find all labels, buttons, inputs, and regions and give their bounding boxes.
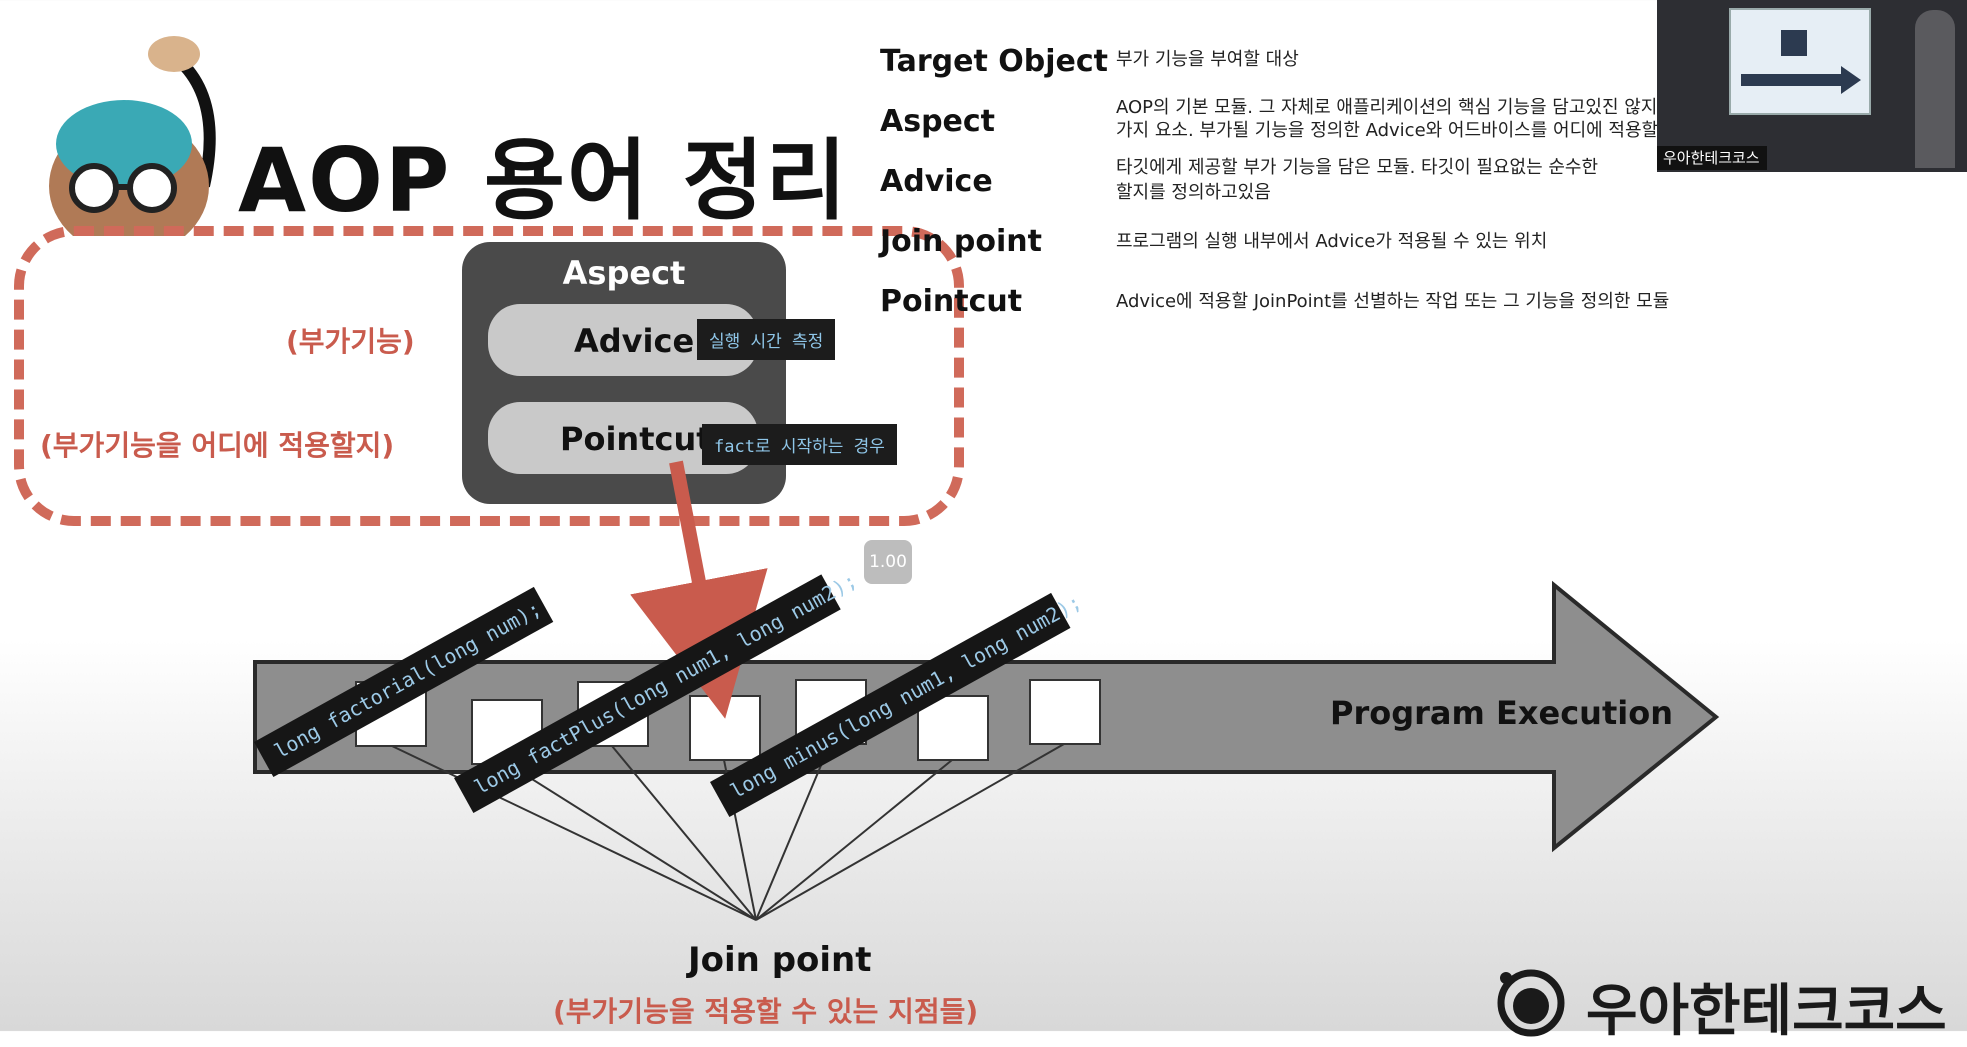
webcam-caption: 우아한테크코스 (1657, 146, 1767, 170)
term-aspect: Aspect (880, 104, 996, 139)
aspect-dashed-region (14, 226, 964, 526)
woowa-logo-text: 우아한테크코스 (1586, 979, 1947, 1044)
term-pointcut: Pointcut (880, 284, 1023, 319)
advice-code-chip: 실행 시간 측정 (697, 319, 836, 360)
slide-title: AOP 용어 정리 (238, 129, 849, 232)
webcam-presenter (1915, 10, 1955, 168)
playback-speed-badge[interactable]: 1.00 (864, 540, 912, 584)
desc-join-point: 프로그램의 실행 내부에서 Advice가 적용될 수 있는 위치 (1116, 231, 1548, 252)
desc-target-object: 부가 기능을 부여할 대상 (1116, 49, 1299, 70)
join-point-label: Join point (688, 940, 872, 980)
webcam-overlay: 우아한테크코스 (1657, 0, 1967, 172)
term-join-point: Join point (880, 224, 1042, 259)
desc-aspect-line2: 가지 요소. 부가될 기능을 정의한 Advice와 어드바이스를 어디에 적용… (1116, 120, 1659, 141)
webcam-presentation-screen (1729, 8, 1871, 115)
aspect-label: Aspect (562, 254, 686, 292)
term-target-object: Target Object (880, 44, 1108, 79)
desc-aspect-line1: AOP의 기본 모듈. 그 자체로 애플리케이션의 핵심 기능을 담고있진 않지 (1116, 97, 1658, 118)
advice-description-label: (부가기능) (286, 325, 415, 358)
desc-advice-line1: 타깃에게 제공할 부가 기능을 담은 모듈. 타깃이 필요없는 순수한 (1116, 157, 1599, 178)
join-point-square (917, 695, 989, 761)
pointcut-code-chip: fact로 시작하는 경우 (702, 424, 897, 465)
desc-advice-line2: 할지를 정의하고있음 (1116, 182, 1271, 203)
pointcut-description-label: (부가기능을 어디에 적용할지) (40, 429, 395, 462)
program-execution-label: Program Execution (1330, 694, 1673, 732)
join-point-square (1029, 679, 1101, 745)
pointcut-label: Pointcut (560, 420, 712, 458)
pointcut-red-arrow (630, 460, 768, 719)
term-advice: Advice (880, 164, 993, 199)
desc-pointcut: Advice에 적용할 JoinPoint를 선별하는 작업 또는 그 기능을 … (1116, 291, 1670, 312)
woowa-logo-icon (1494, 966, 1568, 1040)
advice-label: Advice (574, 322, 695, 360)
mascot-image (24, 36, 234, 256)
join-point-square (689, 695, 761, 761)
join-point-sub-label: (부가기능을 적용할 수 있는 지점들) (553, 995, 979, 1028)
join-point-lines (391, 743, 1065, 921)
